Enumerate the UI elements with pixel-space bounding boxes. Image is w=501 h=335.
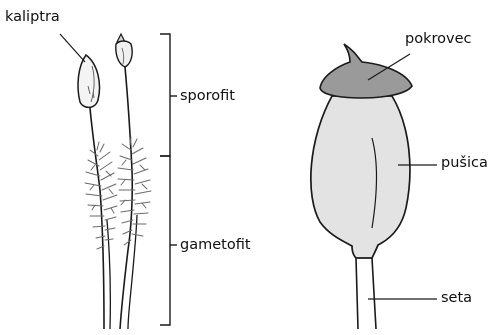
label-gametofit: gametofit: [180, 238, 251, 253]
bracket-sporofit: [160, 34, 177, 156]
calyptra: [78, 55, 100, 107]
moss-plant: [78, 34, 151, 329]
label-kaliptra: kaliptra: [5, 10, 60, 25]
left-seta: [90, 108, 104, 329]
sporangium-detail: [311, 44, 412, 329]
label-pusica: pušica: [441, 156, 488, 171]
right-stem-second-line: [128, 215, 137, 329]
kaliptra-pointer: [60, 34, 85, 62]
gametophyte-leaves: [85, 137, 151, 249]
operculum: [320, 44, 412, 98]
capsule: [311, 96, 410, 258]
label-sporofit: sporofit: [180, 89, 235, 104]
label-pokrovec: pokrovec: [405, 32, 471, 47]
left-stem-second-line: [107, 220, 110, 329]
seta: [356, 258, 376, 329]
bracket-gametofit: [160, 156, 177, 325]
small-capsule: [116, 34, 132, 67]
label-seta: seta: [441, 291, 472, 306]
